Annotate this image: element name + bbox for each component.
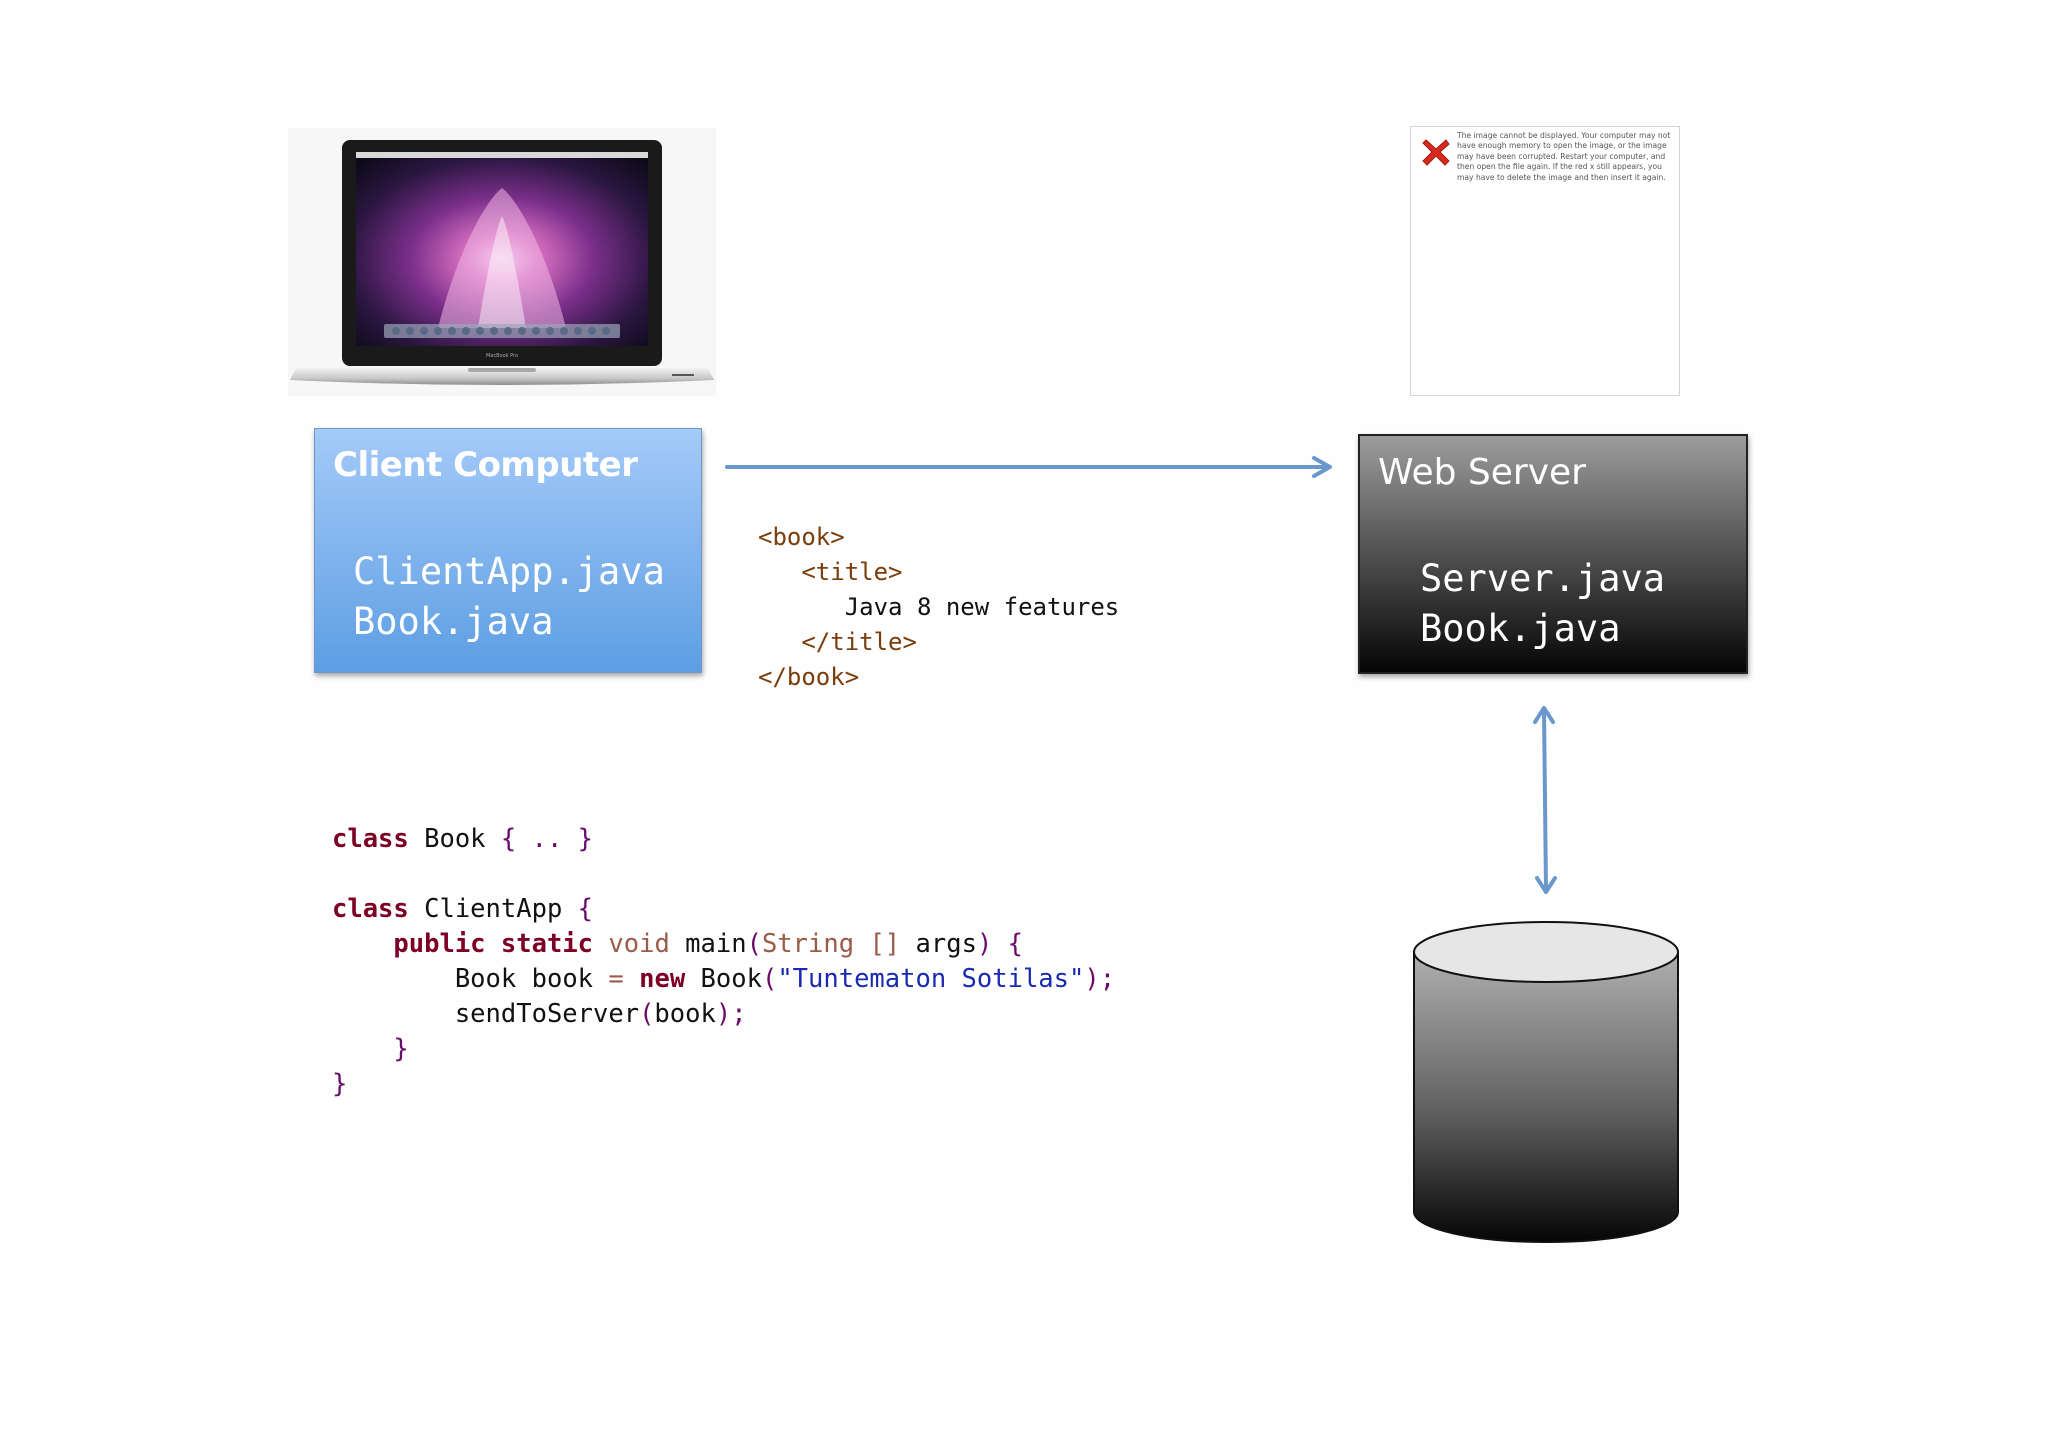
server-database-arrow [1533, 706, 1557, 894]
code-line: } [332, 1032, 1115, 1067]
xml-line: <book> [758, 520, 1119, 555]
constructor: Book [700, 964, 762, 994]
param-name: args [915, 929, 977, 959]
xml-close-book: </book> [758, 663, 860, 691]
client-to-server-arrow [725, 456, 1332, 478]
xml-line: </book> [758, 660, 1119, 695]
keyword: class [332, 824, 409, 854]
brace: { [1007, 929, 1024, 959]
brace: { [577, 894, 594, 924]
broken-image-placeholder: The image cannot be displayed. Your comp… [1410, 126, 1680, 396]
web-server-title: Web Server [1378, 452, 1586, 493]
xml-line: <title> [758, 555, 1119, 590]
operator: = [608, 964, 624, 994]
return-type: void [608, 929, 670, 959]
class-name: Book [424, 824, 486, 854]
code-line: Book book = new Book("Tuntematon Sotilas… [454, 964, 1116, 994]
code-line: sendToServer(book); [454, 999, 747, 1029]
server-file-server: Server.java [1420, 557, 1666, 600]
call-arg: book [654, 999, 716, 1029]
class-body: { .. } [500, 824, 594, 854]
code-line: public static void main(String [] args) … [393, 929, 1024, 959]
var-name: book [531, 964, 594, 994]
brace: } [393, 1034, 409, 1064]
xml-close-title: </title> [801, 628, 917, 656]
method-name: main [685, 929, 747, 959]
code-line: } [332, 1067, 1115, 1102]
red-x-icon [1422, 139, 1450, 166]
keyword: new [639, 964, 686, 994]
client-file-clientapp: ClientApp.java [353, 550, 665, 593]
xml-open-title: <title> [801, 558, 903, 586]
method-call: sendToServer [454, 999, 640, 1029]
param-type: String [761, 929, 855, 959]
keyword: class [332, 894, 409, 924]
client-computer-title: Client Computer [333, 445, 638, 485]
xml-line: Java 8 new features [758, 590, 1120, 625]
class-name: ClientApp [424, 894, 563, 924]
xml-snippet: <book> <title> Java 8 new features </tit… [758, 520, 1119, 695]
code-line: class Book { .. } [332, 822, 1115, 857]
java-code-snippet: class Book { .. } class ClientApp { publ… [332, 822, 1115, 1102]
laptop-brand-label: MacBook Pro [486, 353, 518, 359]
client-file-book: Book.java [353, 600, 554, 643]
xml-title-content: Java 8 new features [844, 593, 1120, 621]
laptop-image: MacBook Pro [288, 128, 716, 396]
code-line [332, 857, 1115, 892]
xml-open-book: <book> [758, 523, 845, 551]
client-file-list: ClientApp.java Book.java [353, 547, 665, 647]
brace: } [332, 1069, 348, 1099]
xml-line: </title> [758, 625, 1119, 660]
client-computer-box: Client Computer ClientApp.java Book.java [314, 428, 702, 673]
server-file-book: Book.java [1420, 607, 1621, 650]
keyword: static [500, 929, 594, 959]
broken-image-message: The image cannot be displayed. Your comp… [1457, 131, 1671, 182]
code-line: class ClientApp { [332, 892, 1115, 927]
var-type: Book [454, 964, 517, 994]
string-literal: "Tuntematon Sotilas" [777, 964, 1085, 994]
database-cylinder [1413, 921, 1679, 1243]
web-server-box: Web Server Server.java Book.java [1358, 434, 1748, 674]
keyword: public [393, 929, 486, 959]
server-file-list: Server.java Book.java [1420, 554, 1665, 654]
array-brackets: [] [869, 929, 901, 959]
